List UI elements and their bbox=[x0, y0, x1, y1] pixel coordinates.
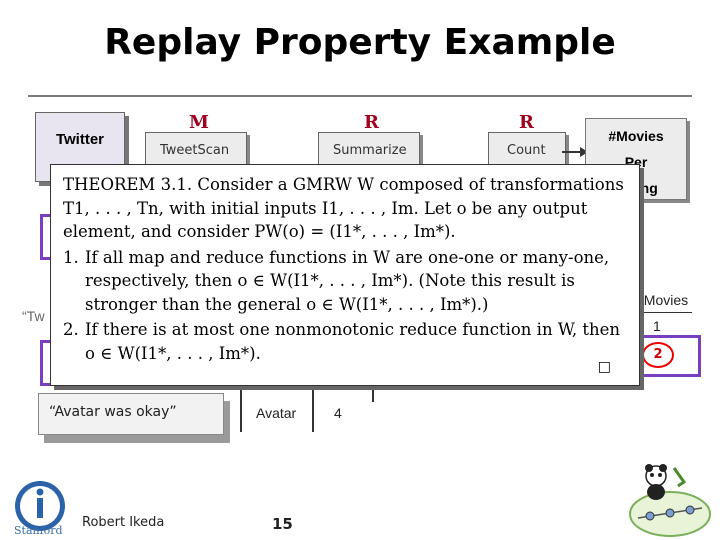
stage-type-map: M bbox=[189, 112, 209, 133]
stanford-infolab-logo-icon: Stanford bbox=[8, 478, 76, 536]
author-name: Robert Ikeda bbox=[82, 515, 164, 530]
theorem-item-2-text: If there is at most one nonmonotonic red… bbox=[85, 318, 633, 365]
theorem-intro-block: THEOREM 3.1. Consider a GMRW W composed … bbox=[63, 173, 633, 244]
theorem-overlay: THEOREM 3.1. Consider a GMRW W composed … bbox=[50, 164, 640, 386]
right-table-value-2-circled: 2 bbox=[642, 342, 674, 368]
panda-logo-icon bbox=[626, 462, 714, 538]
summarize-label: Summarize bbox=[333, 143, 407, 158]
stage-type-reduce-1: R bbox=[364, 112, 379, 133]
theorem-item-1: 1. If all map and reduce functions in W … bbox=[63, 246, 633, 317]
tweetscan-label: TweetScan bbox=[160, 143, 229, 158]
stage-type-reduce-2: R bbox=[519, 112, 534, 133]
theorem-item-2: 2. If there is at most one nonmonotonic … bbox=[63, 318, 633, 365]
count-label: Count bbox=[507, 143, 546, 158]
right-table-value-1: 1 bbox=[653, 318, 661, 334]
theorem-heading: THEOREM bbox=[63, 175, 155, 194]
theorem-item-1-num: 1. bbox=[63, 246, 85, 317]
page-number: 15 bbox=[272, 515, 293, 533]
theorem-item-2-num: 2. bbox=[63, 318, 85, 365]
theorem-number: 3.1. bbox=[161, 175, 193, 194]
slide-title: Replay Property Example bbox=[0, 22, 720, 63]
svg-text:Stanford: Stanford bbox=[14, 524, 63, 536]
row-separator-mid bbox=[312, 380, 314, 432]
qed-symbol: □ bbox=[598, 359, 611, 375]
row-rating: 4 bbox=[334, 405, 342, 421]
output-label-1: #Movies bbox=[586, 127, 686, 145]
title-divider bbox=[28, 95, 692, 97]
right-table-header: #Movies bbox=[636, 292, 688, 308]
row-movie: Avatar bbox=[256, 405, 296, 421]
tweet-card: “Avatar was okay” bbox=[38, 393, 224, 435]
theorem-item-1-text: If all map and reduce functions in W are… bbox=[85, 246, 633, 317]
twitter-label: Twitter bbox=[36, 131, 124, 148]
row-separator-left bbox=[240, 380, 242, 432]
partial-tweet-text: “Tw bbox=[22, 308, 45, 324]
tweet-card-text: “Avatar was okay” bbox=[49, 404, 223, 420]
